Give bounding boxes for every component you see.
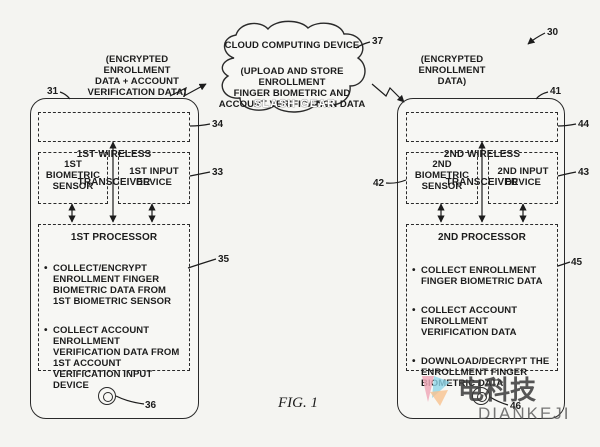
device1-ref-31: 31 xyxy=(47,86,59,97)
device2-ref-41: 41 xyxy=(550,86,562,97)
right-data-label: (ENCRYPTED ENROLLMENT DATA) xyxy=(418,54,486,87)
first-wireless-transceiver: 1st WIRELESS TRANSCEIVER xyxy=(38,112,190,188)
figure-ref-30: 30 xyxy=(547,27,559,38)
dianke-watermark-cn: 电科技 xyxy=(458,376,537,406)
leader-30 xyxy=(527,32,546,45)
dianke-logo-icon xyxy=(422,376,450,406)
cloud-ref-37: 37 xyxy=(372,36,384,47)
second-processor-task: COLLECT ENROLLMENT FINGER BIOMETRIC DATA xyxy=(412,265,552,287)
sensor2-ref-42: 42 xyxy=(373,178,385,189)
cloud-shape xyxy=(221,20,366,113)
second-processor-task: COLLECT ACCOUNT ENROLLMENT VERIFICATION … xyxy=(412,305,552,338)
input2-ref-43: 43 xyxy=(578,167,590,178)
figure-label: FIG. 1 xyxy=(278,395,318,411)
first-home-button xyxy=(98,387,116,405)
second-input-device-label: 2nd INPUT DEVICE xyxy=(497,166,549,188)
first-input-device-label: 1st INPUT DEVICE xyxy=(129,166,179,188)
first-processor-title: 1st PROCESSOR xyxy=(70,232,158,243)
button2-ref-46: 46 xyxy=(510,401,522,412)
button1-ref-36: 36 xyxy=(145,400,157,411)
first-biometric-sensor-label: 1st BIOMETRIC SENSOR xyxy=(45,159,101,192)
second-biometric-sensor-label: 2nd BIOMETRIC SENSOR xyxy=(414,159,470,192)
processor1-ref-35: 35 xyxy=(218,254,230,265)
first-processor-task: COLLECT/ENCRYPT ENROLLMENT FINGER BIOMET… xyxy=(44,263,184,307)
first-processor-task: COLLECT ACCOUNT ENROLLMENT VERIFICATION … xyxy=(44,325,184,391)
cloud-description: (UPLOAD AND STORE ENROLLMENT FINGER BIOM… xyxy=(218,66,366,110)
dianke-watermark-en: DIANKEJI xyxy=(478,404,571,423)
processor2-ref-45: 45 xyxy=(571,257,583,268)
transceiver1-ref-34: 34 xyxy=(212,119,224,130)
second-processor-title: 2nd PROCESSOR xyxy=(438,232,526,243)
dianke-logo xyxy=(418,372,454,408)
slashgear-watermark: SLASH GEAR xyxy=(253,98,337,110)
input1-ref-33: 33 xyxy=(212,167,224,178)
cloud-title: CLOUD COMPUTING DEVICE xyxy=(224,40,360,51)
second-wireless-transceiver: 2nd WIRELESS TRANSCEIVER xyxy=(406,112,558,188)
second-home-button xyxy=(472,387,490,405)
first-processor-tasks: COLLECT/ENCRYPT ENROLLMENT FINGER BIOMET… xyxy=(44,252,184,409)
cloud-computing-device xyxy=(212,20,372,115)
transceiver2-ref-44: 44 xyxy=(578,119,590,130)
left-data-label: (ENCRYPTED ENROLLMENT DATA + ACCOUNT VER… xyxy=(87,54,187,98)
